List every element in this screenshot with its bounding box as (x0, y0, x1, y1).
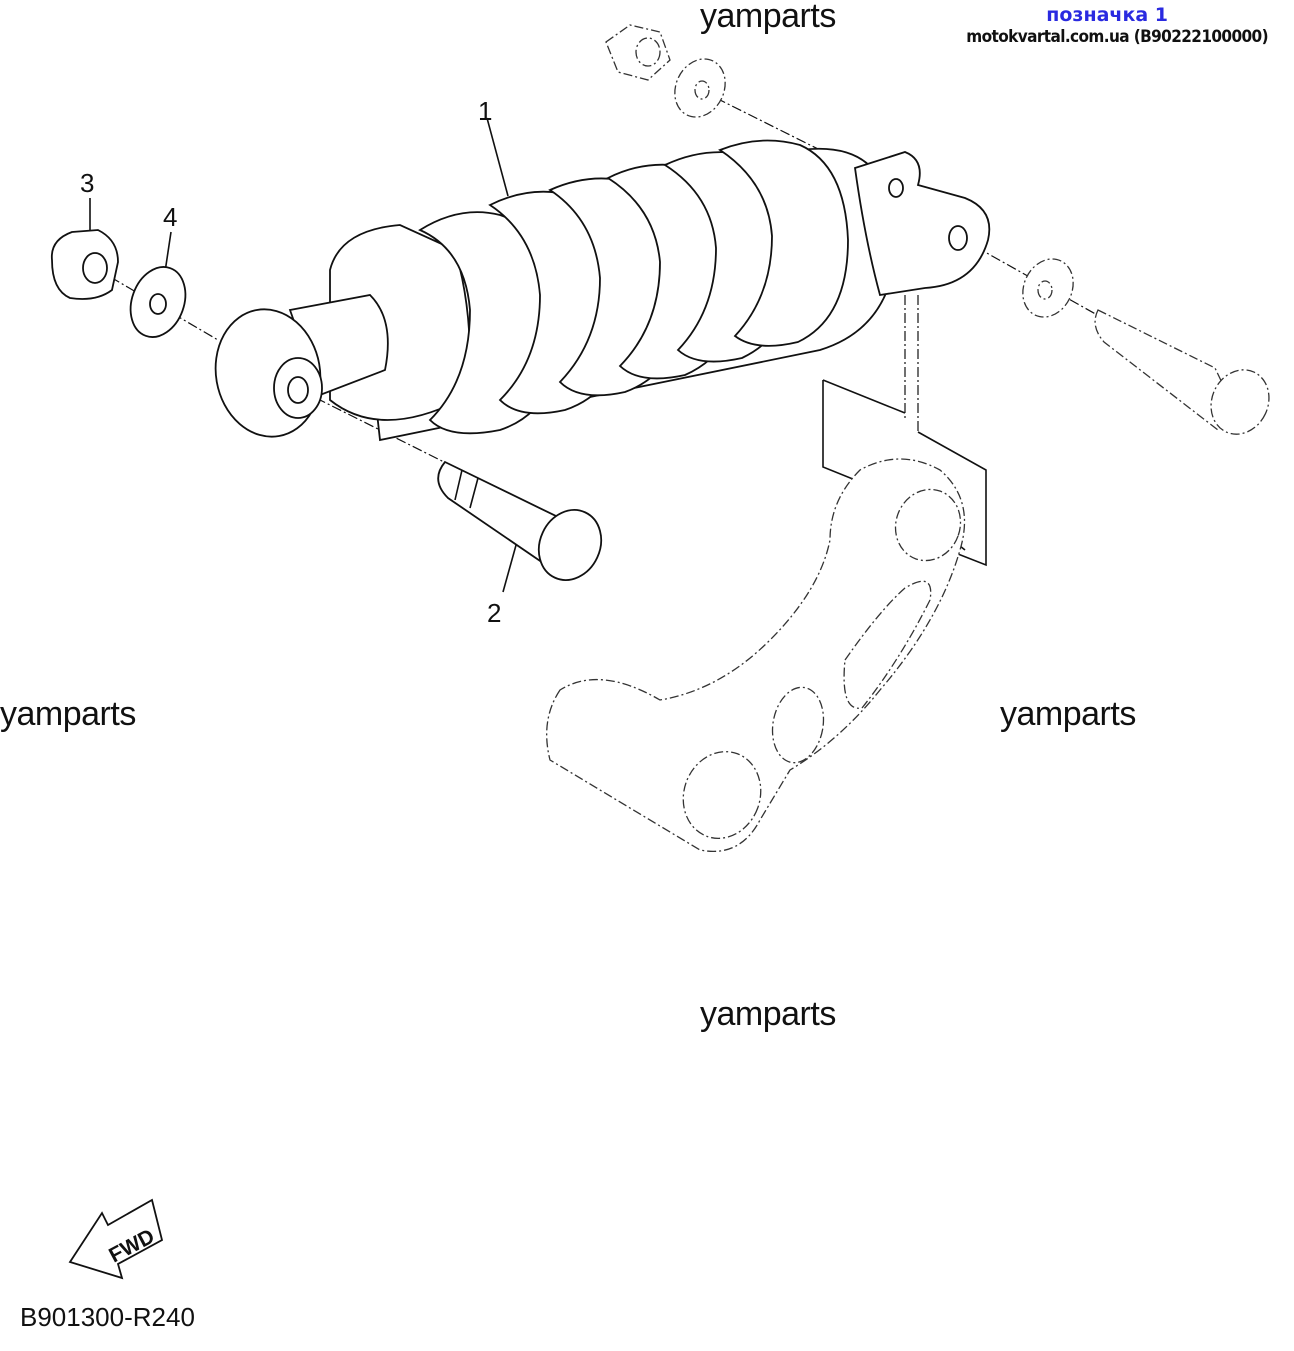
callout-1: 1 (478, 96, 492, 126)
ghost-upper-nut (605, 24, 671, 81)
watermark-right: yamparts (1000, 695, 1136, 733)
mark-label: позначка 1 (1046, 4, 1168, 26)
callout-2: 2 (487, 598, 501, 628)
watermark-bottom: yamparts (700, 995, 836, 1033)
source-label: motokvartal.com.ua (B90222100000) (966, 27, 1268, 47)
diagram-code: B901300-R240 (20, 1302, 195, 1332)
callout-3: 3 (80, 168, 94, 198)
watermark-top: yamparts (700, 0, 836, 35)
forward-arrow-icon: FWD (68, 1198, 164, 1280)
nut-part-3 (50, 229, 119, 300)
ghost-right-washer (1022, 258, 1074, 318)
washer-part-4 (129, 266, 187, 338)
rear-shock-absorber (214, 139, 991, 442)
shock-spring (329, 139, 849, 435)
bolt-part-2 (437, 460, 603, 581)
callout-4: 4 (163, 202, 177, 232)
watermark-left: yamparts (0, 695, 136, 733)
ghost-upper-washer (674, 58, 726, 118)
ghost-right-bolt (1094, 309, 1270, 435)
ghost-relay-arm (546, 458, 966, 852)
